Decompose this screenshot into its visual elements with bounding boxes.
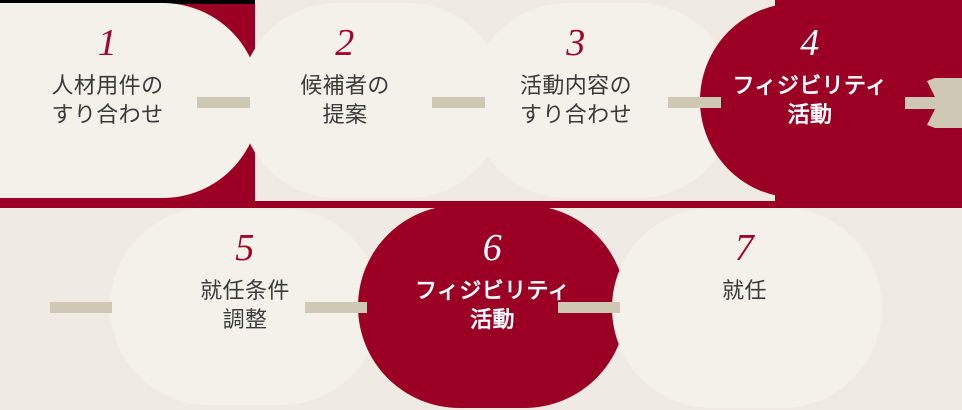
step-pill-7[interactable] — [612, 208, 882, 408]
step-7[interactable]: 7 就任 — [622, 229, 867, 305]
step-3-number: 3 — [566, 22, 586, 64]
connector-6-7 — [558, 302, 620, 313]
step-4[interactable]: 4 フィジビリティ 活動 — [712, 24, 908, 130]
step-6-number: 6 — [482, 227, 503, 269]
step-7-number: 7 — [734, 227, 755, 269]
step-6[interactable]: 6 フィジビリティ 活動 — [370, 229, 615, 335]
step-1-label: 人材用件の すり合わせ — [51, 73, 164, 128]
step-5[interactable]: 5 就任条件 調整 — [125, 229, 365, 335]
flow-row-bottom: 5 就任条件 調整 6 フィジビリティ 活動 7 就任 — [0, 205, 962, 410]
flow-row-top: 1 人材用件の すり合わせ 2 候補者の 提案 3 活動内容の すり合わせ 4 … — [0, 0, 962, 205]
step-7-label: 就任 — [722, 278, 767, 303]
step-6-label: フィジビリティ 活動 — [414, 278, 571, 333]
step-2[interactable]: 2 候補者の 提案 — [250, 24, 440, 130]
row-seam — [0, 201, 962, 207]
step-3-label: 活動内容の すり合わせ — [519, 73, 632, 128]
step-1[interactable]: 1 人材用件の すり合わせ — [0, 24, 215, 130]
step-1-number: 1 — [97, 22, 118, 64]
connector-3-4 — [668, 97, 721, 108]
connector-4-5 — [50, 302, 112, 313]
top-edge-strip — [0, 0, 255, 4]
step-2-number: 2 — [335, 22, 355, 64]
step-3[interactable]: 3 活動内容の すり合わせ — [480, 24, 672, 130]
step-4-label: フィジビリティ 活動 — [732, 73, 888, 128]
step-5-label: 就任条件 調整 — [200, 278, 290, 333]
step-4-number: 4 — [800, 22, 820, 64]
connector-1-2 — [197, 97, 250, 108]
connector-5-6 — [305, 302, 367, 313]
flow-arrow-right — [905, 78, 962, 128]
step-5-number: 5 — [235, 227, 255, 269]
step-2-label: 候補者の 提案 — [300, 73, 390, 128]
connector-2-3 — [432, 97, 485, 108]
